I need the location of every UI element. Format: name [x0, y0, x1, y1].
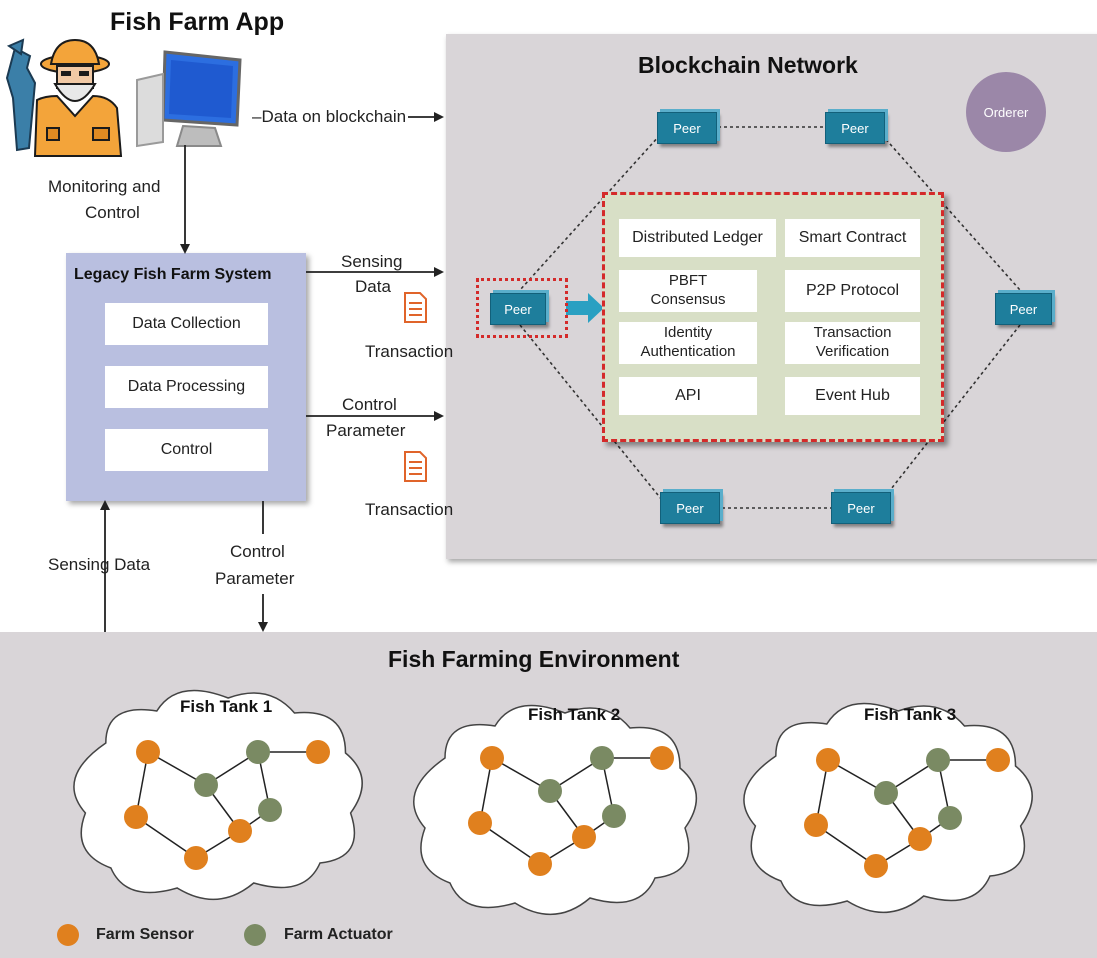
- farm-actuator-node: [194, 773, 218, 797]
- farm-actuator-node: [938, 806, 962, 830]
- legend-sensor-dot: [57, 924, 79, 946]
- legacy-system-title: Legacy Fish Farm System: [74, 266, 272, 283]
- control-label: Control: [85, 203, 140, 222]
- identity-authentication: Identity Authentication: [619, 322, 757, 364]
- legacy-data-processing: Data Processing: [105, 366, 268, 408]
- selected-peer-frame: [476, 278, 568, 338]
- farm-sensor-node: [864, 854, 888, 878]
- peer-left: Peer: [490, 293, 546, 325]
- event-hub: Event Hub: [785, 377, 920, 415]
- tank-3-title: Fish Tank 3: [864, 705, 957, 724]
- legend-sensor-label: Farm Sensor: [96, 926, 194, 943]
- peer-right: Peer: [995, 293, 1052, 325]
- orderer-label: Orderer: [983, 104, 1029, 120]
- tank-1-graph: [124, 740, 330, 870]
- node-link: [479, 822, 541, 865]
- farm-sensor-node: [306, 740, 330, 764]
- data-on-blockchain-label: –Data on blockchain: [250, 107, 409, 127]
- farm-actuator-node: [926, 748, 950, 772]
- farm-actuator-node: [246, 740, 270, 764]
- farm-actuator-node: [602, 804, 626, 828]
- farm-actuator-node: [874, 781, 898, 805]
- farmer-icon: [5, 38, 130, 158]
- legend-actuator-dot: [244, 924, 266, 946]
- monitoring-label: Monitoring and: [48, 177, 161, 196]
- sensing-data-down-label: Sensing Data: [48, 555, 151, 574]
- api: API: [619, 377, 757, 415]
- peer-bottom-left: Peer: [660, 492, 720, 524]
- peer-top-left: Peer: [657, 112, 717, 144]
- farm-sensor-node: [124, 805, 148, 829]
- node-link: [815, 824, 877, 867]
- tank-1-title: Fish Tank 1: [180, 697, 273, 716]
- farm-sensor-node: [528, 852, 552, 876]
- node-link: [135, 816, 197, 859]
- farm-sensor-node: [184, 846, 208, 870]
- app-title: Fish Farm App: [110, 8, 285, 36]
- farm-sensor-node: [816, 748, 840, 772]
- pbft-consensus: PBFT Consensus: [619, 270, 757, 312]
- blockchain-title: Blockchain Network: [638, 52, 858, 78]
- tank-2-title: Fish Tank 2: [528, 705, 621, 724]
- p2p-protocol: P2P Protocol: [785, 270, 920, 312]
- smart-contract: Smart Contract: [785, 219, 920, 257]
- identity-authentication-text: Identity Authentication: [640, 324, 736, 360]
- control-down-label-1: Control: [230, 542, 285, 561]
- legacy-data-collection: Data Collection: [105, 303, 268, 345]
- transaction-label-1: Transaction: [365, 342, 454, 361]
- peer-bottom-right: Peer: [831, 492, 891, 524]
- farm-sensor-node: [136, 740, 160, 764]
- farm-sensor-node: [986, 748, 1010, 772]
- sensing-data-label-1: Sensing: [341, 252, 403, 271]
- control-down-label-2: Parameter: [215, 569, 295, 588]
- farm-sensor-node: [480, 746, 504, 770]
- farm-sensor-node: [650, 746, 674, 770]
- data-on-blockchain-text: Data on blockchain: [261, 107, 407, 126]
- control-param-label-1: Control: [342, 395, 397, 414]
- farm-sensor-node: [228, 819, 252, 843]
- transaction-verification: Transaction Verification: [785, 322, 920, 364]
- transaction-verification-text: Transaction Verification: [813, 324, 892, 360]
- distributed-ledger: Distributed Ledger: [619, 219, 776, 257]
- peer-top-right: Peer: [825, 112, 885, 144]
- farm-actuator-node: [538, 779, 562, 803]
- legacy-control: Control: [105, 429, 268, 471]
- farm-sensor-node: [468, 811, 492, 835]
- legend-actuator-label: Farm Actuator: [284, 926, 393, 943]
- sensing-data-label-2: Data: [355, 277, 391, 296]
- computer-icon: [135, 50, 245, 150]
- farm-actuator-node: [258, 798, 282, 822]
- transaction-label-2: Transaction: [365, 500, 454, 519]
- farm-sensor-node: [804, 813, 828, 837]
- farm-sensor-node: [572, 825, 596, 849]
- farm-sensor-node: [908, 827, 932, 851]
- control-param-label-2: Parameter: [326, 421, 406, 440]
- farm-actuator-node: [590, 746, 614, 770]
- environment-title: Fish Farming Environment: [388, 646, 680, 672]
- pbft-consensus-text: PBFT Consensus: [650, 272, 726, 308]
- tank-3-graph: [804, 748, 1010, 878]
- tank-2-graph: [468, 746, 674, 876]
- orderer-node: Orderer: [966, 72, 1046, 152]
